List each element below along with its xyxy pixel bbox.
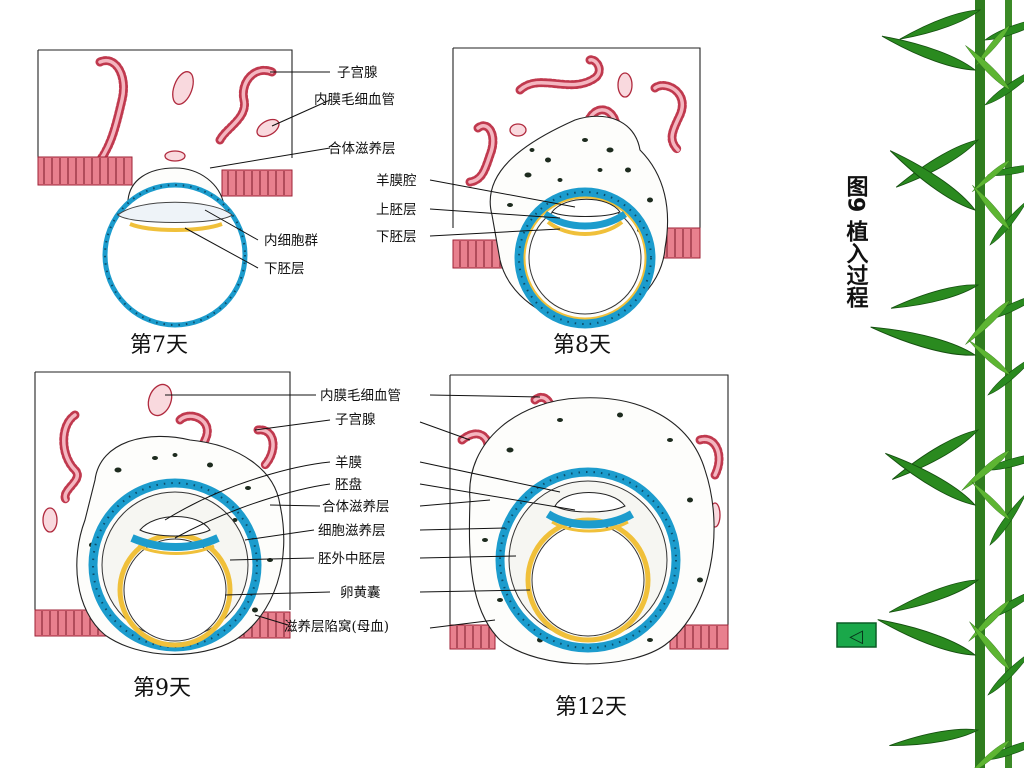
- back-button[interactable]: ◁: [836, 622, 877, 648]
- label-day7-icm: 内细胞群: [264, 233, 318, 249]
- bamboo-leaves-decoration: [868, 0, 1024, 768]
- label-day8-hypoblast: 下胚层: [376, 229, 417, 245]
- caption-day8: 第8天: [553, 333, 611, 358]
- label-day8-epiblast: 上胚层: [376, 202, 417, 218]
- label-day9-lacunae: 滋养层陷窝(母血): [284, 618, 389, 635]
- caption-day7: 第7天: [130, 333, 188, 358]
- bamboo-stem-2: [1005, 0, 1012, 768]
- label-day7-capillary: 内膜毛细血管: [314, 92, 395, 108]
- back-triangle-icon: ◁: [849, 626, 863, 647]
- bamboo-stem: [975, 0, 985, 768]
- label-day9-yolk-sac: 卵黄囊: [340, 584, 381, 601]
- label-day9-embryonic-disc: 胚盘: [335, 476, 362, 493]
- label-day9-cytotropho: 细胞滋养层: [318, 523, 386, 539]
- label-day8-amniotic-cavity: 羊膜腔: [376, 173, 417, 189]
- panel-day8: 羊膜腔 上胚层 下胚层 第8天: [376, 47, 701, 358]
- label-day9-amnion: 羊膜: [335, 455, 362, 471]
- slide-title-vertical: 图9 植入过程: [843, 175, 869, 308]
- label-day9-syncytio: 合体滋养层: [322, 499, 390, 515]
- label-day9-uterine-gland: 子宫腺: [335, 412, 376, 428]
- label-day7-syncytio: 合体滋养层: [328, 141, 396, 157]
- label-day9-extraemb-meso: 胚外中胚层: [318, 551, 386, 567]
- label-day7-uterine-gland: 子宫腺: [337, 65, 378, 81]
- panel-day7: 子宫腺 内膜毛细血管 合体滋养层 内细胞群 下胚层 第7天: [37, 49, 396, 358]
- panel-day12: 第12天: [419, 374, 729, 720]
- label-day9-capillary: 内膜毛细血管: [320, 388, 401, 404]
- caption-day12: 第12天: [555, 695, 627, 720]
- caption-day9: 第9天: [133, 676, 191, 701]
- label-day7-hypoblast: 下胚层: [264, 261, 305, 277]
- panel-day9: 内膜毛细血管 子宫腺 羊膜 胚盘 合体滋养层 细胞滋养层 胚外中胚层 卵黄囊 滋…: [34, 371, 401, 701]
